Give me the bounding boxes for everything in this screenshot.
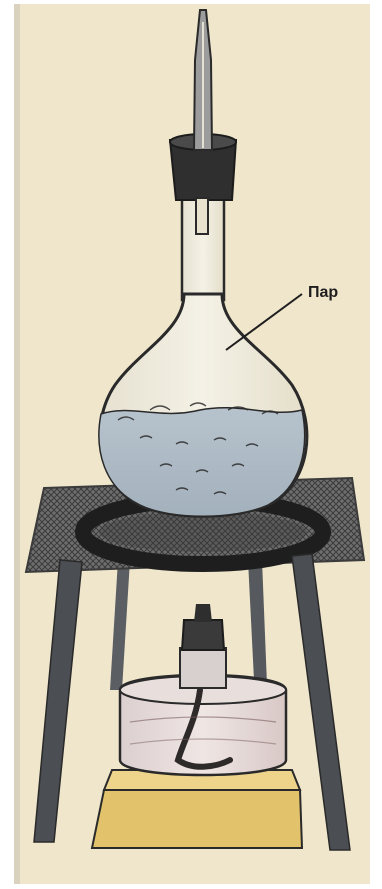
- boiling-water: [99, 408, 305, 517]
- burner-base-block: [92, 770, 302, 848]
- vapor-label: Пар: [308, 284, 338, 301]
